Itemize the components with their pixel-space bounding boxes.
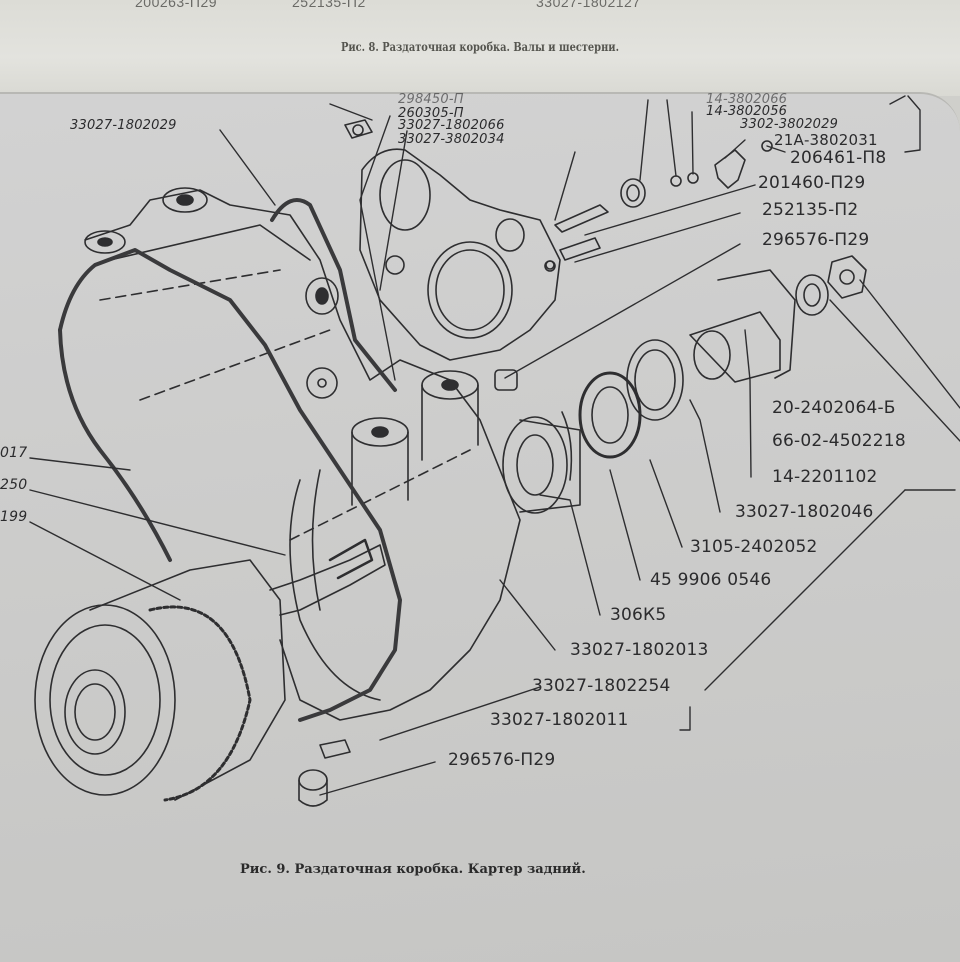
shaft-parts-drawing	[502, 255, 867, 514]
part-label: 206461-П8	[790, 148, 887, 168]
part-label: 252135-П2	[762, 200, 859, 220]
leader-lines	[29, 95, 960, 796]
figure-9-caption: Рис. 9. Раздаточная коробка. Картер задн…	[240, 862, 586, 877]
part-label: 14-3802056	[706, 104, 788, 119]
gasket-drawing	[58, 198, 402, 722]
previous-page: 200263-П29 252135-П2 33027-1802127 Рис. …	[0, 0, 960, 96]
part-label: 3302-3802029	[740, 117, 839, 132]
part-label: 14-3802066	[706, 92, 788, 107]
part-label: 33027-1802066	[398, 118, 505, 133]
part-label: 33027-1802046	[735, 502, 874, 522]
part-label: 201460-П29	[758, 173, 866, 193]
part-label: 45 9906 0546	[650, 570, 772, 590]
part-label: 33027-1802013	[570, 640, 709, 660]
part-label: 14-2201102	[772, 467, 878, 487]
figure-8-caption: Рис. 8. Раздаточная коробка. Валы и шест…	[340, 40, 620, 54]
part-label: 21А-3802031	[774, 131, 878, 149]
part-label: 298450-П	[398, 92, 464, 107]
part-label: 33027-3802034	[398, 132, 505, 147]
part-label: 3105-2402052	[690, 537, 818, 557]
cut-off-label: 33027-1802127	[536, 0, 641, 10]
rear-case-drawing	[84, 187, 521, 721]
part-label: 296576-П29	[448, 750, 556, 770]
gear-assembly-drawing	[34, 538, 386, 807]
current-page	[0, 92, 960, 962]
cut-off-label: 252135-П2	[292, 0, 366, 10]
part-label: 20-2402064-Б	[772, 398, 896, 418]
part-label: 199	[0, 509, 28, 525]
part-label: 33027-1802254	[532, 676, 671, 696]
part-label: 33027-1802011	[490, 710, 629, 730]
part-label: 250	[0, 477, 28, 493]
part-label: 66-02-4502218	[772, 431, 906, 451]
part-label: 260305-П	[398, 106, 464, 121]
part-label: 33027-1802029	[70, 118, 177, 133]
part-label: 017	[0, 445, 28, 461]
part-label: 306К5	[610, 605, 667, 625]
small-parts-drawing	[344, 119, 773, 391]
part-label: 296576-П29	[762, 230, 870, 250]
cut-off-label: 200263-П29	[135, 0, 218, 10]
